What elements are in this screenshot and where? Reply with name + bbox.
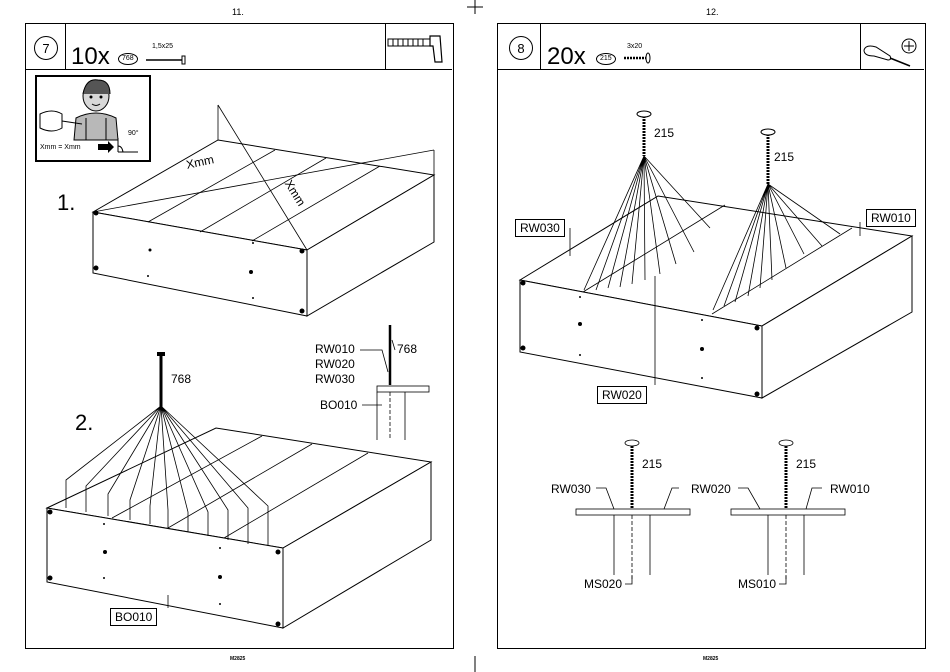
detail-b-top-left-label: RW020: [691, 482, 731, 496]
detail-b-screw: 215: [796, 457, 816, 471]
detail-b-bottom-label: MS010: [738, 577, 776, 591]
right-footer: M2825: [703, 656, 718, 662]
detail-b-top-right-label: RW010: [830, 482, 870, 496]
